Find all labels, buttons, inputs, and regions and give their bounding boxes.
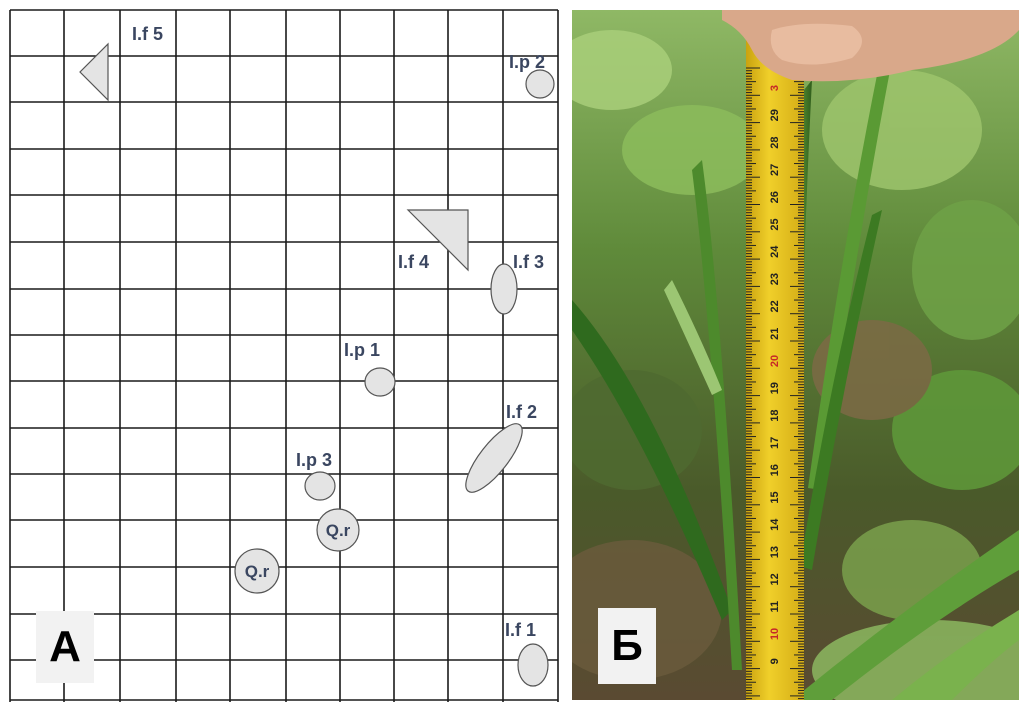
panel-b-tag: Б	[598, 608, 656, 684]
ip3-label: I.p 3	[296, 450, 332, 470]
measuring-tape: 3 29 28 27 26 25 24 23 22 21 20 19 18 17 16 15 14 13 12 11 1…	[746, 40, 804, 700]
if3-label: I.f 3	[513, 252, 544, 272]
tape-number: 17	[769, 437, 781, 449]
panel-a-tag: А	[36, 611, 94, 683]
tape-number: 27	[769, 164, 781, 176]
tape-number: 9	[769, 658, 781, 664]
plant-photo-panel: 3 29 28 27 26 25 24 23 22 21 20 19 18 17 16 15 14 13 12 11 1…	[572, 10, 1019, 700]
tape-number: 18	[769, 409, 781, 421]
tape-number: 26	[769, 191, 781, 203]
if5-label: I.f 5	[132, 24, 163, 44]
site-map-panel: I.f 5 I.p 2 I.f 4 I.f 3 I.p 1 I.f 2 I.p …	[0, 0, 565, 702]
if1-marker	[518, 644, 548, 686]
tape-number: 15	[769, 491, 781, 503]
if2-label: I.f 2	[506, 402, 537, 422]
tape-number: 28	[769, 136, 781, 148]
tape-number: 22	[769, 300, 781, 312]
tape-number: 20	[769, 355, 781, 367]
tape-number: 16	[769, 464, 781, 476]
tape-number: 12	[769, 573, 781, 585]
ip2-marker	[526, 70, 554, 98]
qr-label-upper: Q.r	[326, 521, 351, 540]
tape-number: 13	[769, 546, 781, 558]
tape-number: 3	[769, 85, 781, 91]
tape-number: 14	[769, 518, 781, 531]
tape-number: 21	[769, 328, 781, 340]
tape-number: 29	[769, 109, 781, 121]
tape-number: 19	[769, 382, 781, 394]
plant-photo: 3 29 28 27 26 25 24 23 22 21 20 19 18 17 16 15 14 13 12 11 1…	[572, 10, 1019, 700]
tape-number: 11	[769, 601, 781, 613]
if4-label: I.f 4	[398, 252, 429, 272]
tape-number: 25	[769, 218, 781, 230]
tape-number: 10	[769, 628, 781, 640]
tape-number: 24	[769, 245, 781, 258]
ip1-label: I.p 1	[344, 340, 380, 360]
ip1-marker	[365, 368, 395, 396]
ip3-marker	[305, 472, 335, 500]
site-map-grid: I.f 5 I.p 2 I.f 4 I.f 3 I.p 1 I.f 2 I.p …	[0, 0, 565, 702]
ip2-label: I.p 2	[509, 52, 545, 72]
qr-label-lower: Q.r	[245, 562, 270, 581]
if5-marker	[80, 44, 108, 100]
tape-number: 23	[769, 273, 781, 285]
if1-label: I.f 1	[505, 620, 536, 640]
